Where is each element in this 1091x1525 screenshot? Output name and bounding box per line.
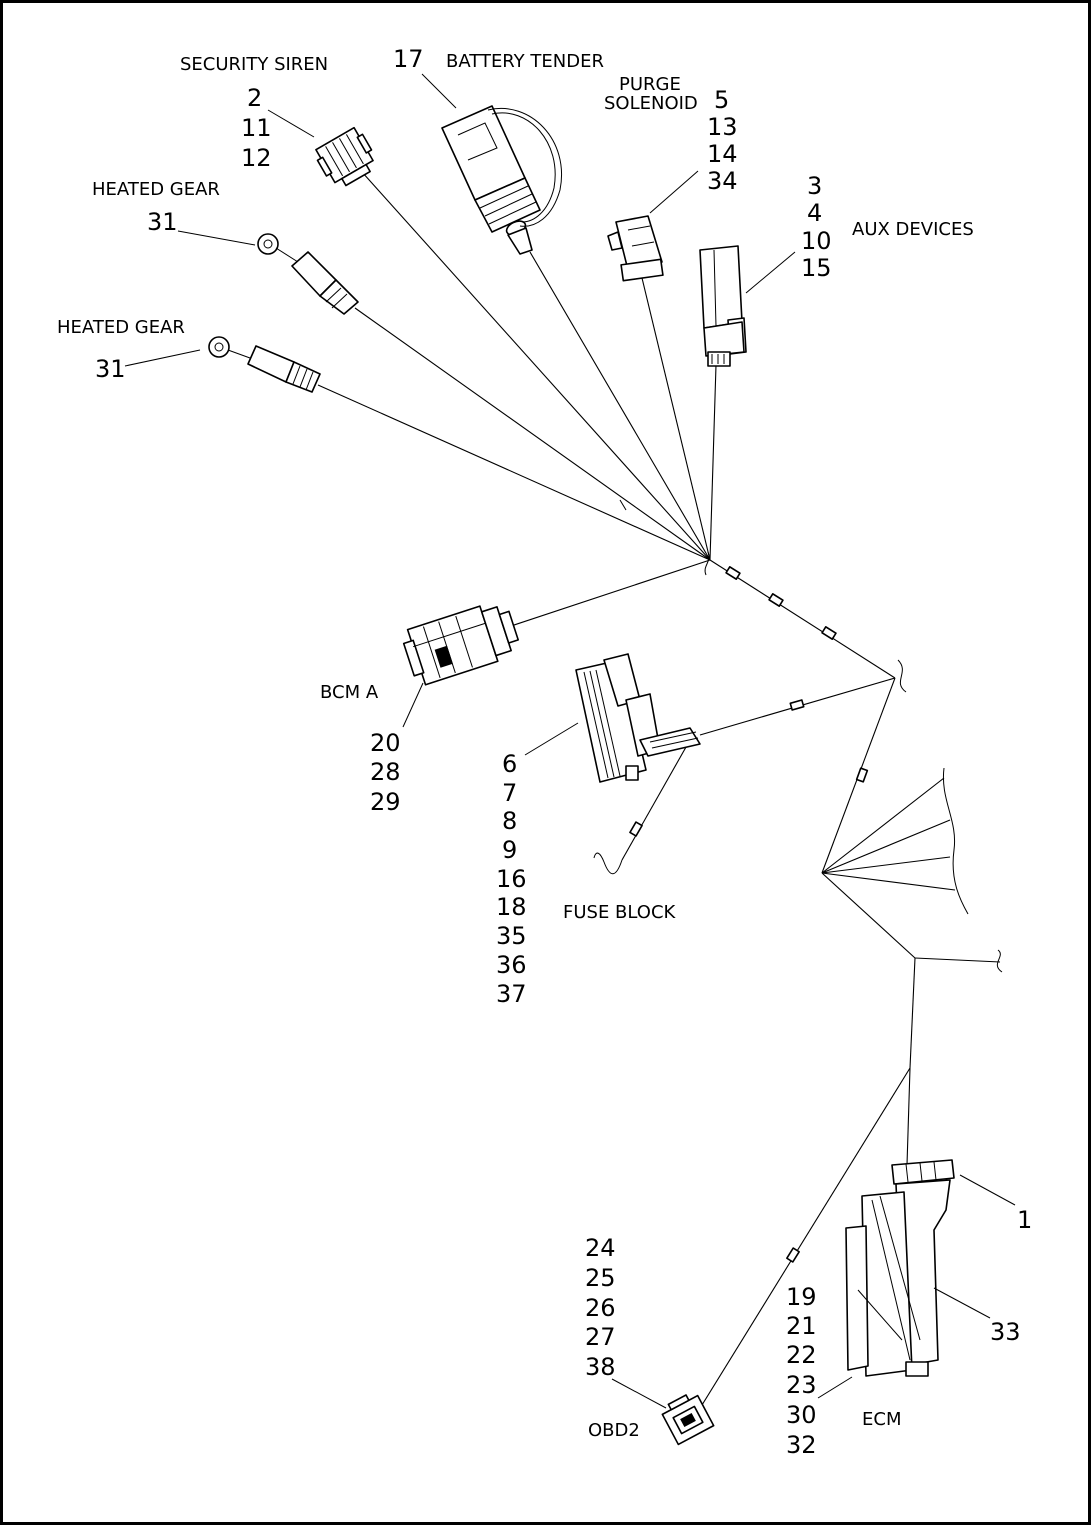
callout-ecm: 30 (786, 1401, 817, 1429)
callout-fuse-block: 36 (496, 951, 527, 979)
callout-obd2: 24 (585, 1234, 616, 1262)
callout-security-siren: 12 (241, 144, 272, 172)
callout-bcm-a: 20 (370, 729, 401, 757)
fuse-block-connector (575, 653, 701, 783)
callout-ecm-body: 33 (990, 1318, 1021, 1346)
callout-heated-gear-1: 31 (147, 208, 178, 236)
callout-aux-devices: 4 (807, 199, 822, 227)
battery-tender-connector (441, 105, 562, 255)
heated-gear-connector-1 (257, 233, 359, 315)
callout-security-siren: 2 (247, 84, 262, 112)
label-solenoid: SOLENOID (604, 93, 698, 114)
label-aux-devices: AUX DEVICES (852, 219, 974, 240)
purge-solenoid-connector (607, 215, 664, 282)
callout-security-siren: 11 (241, 114, 272, 142)
label-ecm: ECM (862, 1409, 901, 1430)
callout-heated-gear-2: 31 (95, 355, 126, 383)
callout-bcm-a: 28 (370, 758, 401, 786)
text-labels: SECURITY SIREN BATTERY TENDER PURGE SOLE… (57, 51, 974, 1441)
harness-wires (317, 171, 1003, 1406)
splice-markers (629, 566, 869, 1263)
label-security-siren: SECURITY SIREN (180, 54, 328, 75)
callout-fuse-block: 7 (502, 779, 517, 807)
bcm-a-connector (402, 605, 520, 686)
callout-purge-solenoid: 5 (714, 86, 729, 114)
callout-obd2: 25 (585, 1264, 616, 1292)
heated-gear-connector-2 (208, 336, 321, 393)
callout-aux-devices: 15 (801, 254, 832, 282)
label-obd2: OBD2 (588, 1420, 640, 1441)
ecm-module (845, 1159, 955, 1377)
label-fuse-block: FUSE BLOCK (563, 902, 677, 923)
aux-devices-connector (699, 245, 747, 367)
callout-fuse-block: 9 (502, 836, 517, 864)
label-purge: PURGE (619, 74, 681, 95)
callout-purge-solenoid: 34 (707, 167, 738, 195)
callout-ecm: 22 (786, 1341, 817, 1369)
callout-obd2: 38 (585, 1353, 616, 1381)
callout-ecm: 32 (786, 1431, 817, 1459)
label-bcm-a: BCM A (320, 682, 379, 703)
callout-fuse-block: 18 (496, 893, 527, 921)
callout-aux-devices: 3 (807, 172, 822, 200)
callout-ecm: 19 (786, 1283, 817, 1311)
callout-numbers: 17 2 11 12 31 31 5 13 14 34 3 4 10 15 20… (95, 45, 1032, 1459)
label-heated-gear-2: HEATED GEAR (57, 317, 185, 338)
callout-fuse-block: 16 (496, 865, 527, 893)
callout-purge-solenoid: 13 (707, 113, 738, 141)
callout-fuse-block: 8 (502, 807, 517, 835)
callout-fuse-block: 35 (496, 922, 527, 950)
obd2-connector (661, 1394, 715, 1446)
callout-bcm-a: 29 (370, 788, 401, 816)
leader-lines (124, 73, 1016, 1409)
callout-fuse-block: 6 (502, 750, 517, 778)
callout-aux-devices: 10 (801, 227, 832, 255)
callout-battery-tender: 17 (393, 45, 424, 73)
callout-ecm: 21 (786, 1312, 817, 1340)
callout-purge-solenoid: 14 (707, 140, 738, 168)
callout-ecm: 23 (786, 1371, 817, 1399)
label-heated-gear-1: HEATED GEAR (92, 179, 220, 200)
security-siren-connector (315, 126, 374, 187)
label-battery-tender: BATTERY TENDER (446, 51, 604, 72)
callout-obd2: 26 (585, 1294, 616, 1322)
callout-fuse-block: 37 (496, 980, 527, 1008)
callout-ecm-connector: 1 (1017, 1206, 1032, 1234)
callout-obd2: 27 (585, 1323, 616, 1351)
